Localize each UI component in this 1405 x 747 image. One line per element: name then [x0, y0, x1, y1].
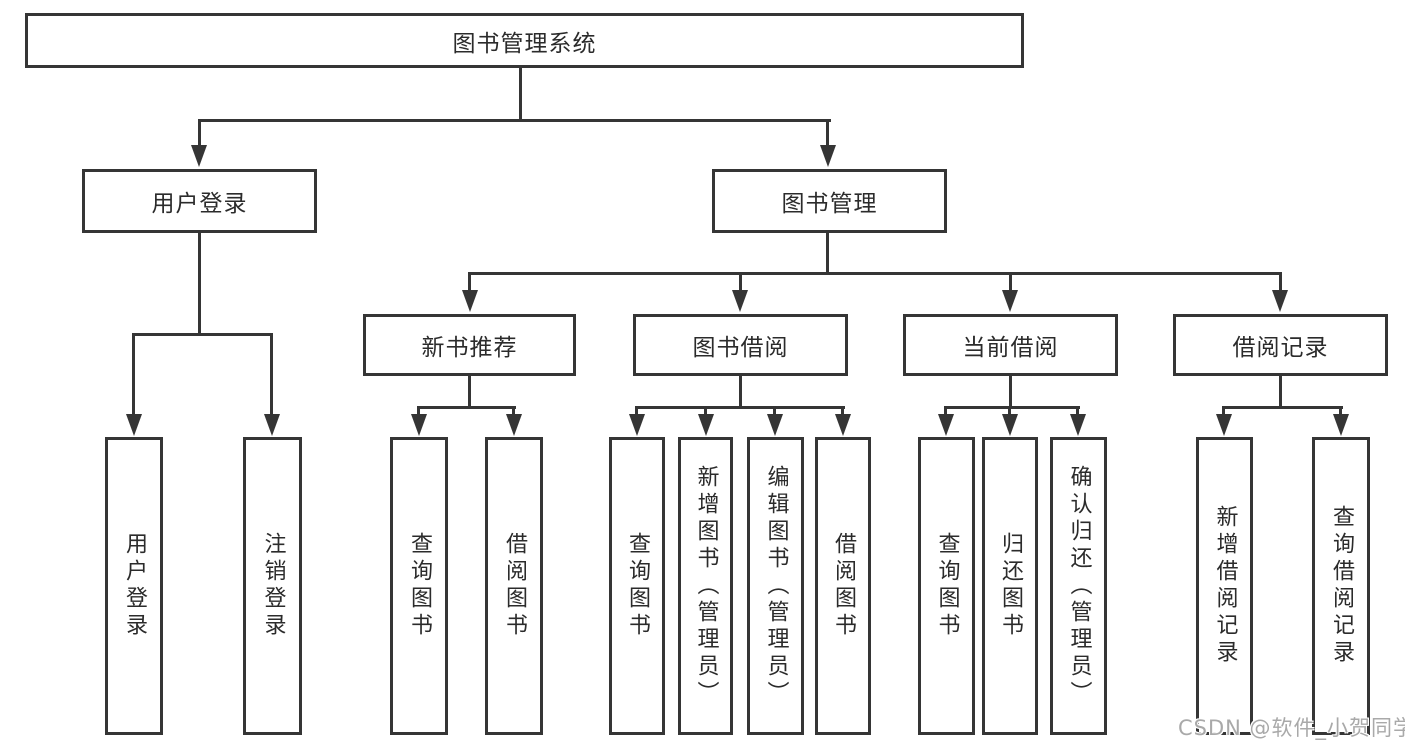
leaf-query-book-1-label: 查询图书 — [407, 532, 432, 640]
connector-line — [198, 119, 831, 122]
leaf-borrow-book-2-label: 借阅图书 — [831, 532, 856, 640]
leaf-logout-label: 注销登录 — [260, 532, 286, 640]
leaf-add-book-admin-label: 新增图书（管理员） — [693, 464, 719, 708]
node-book-management: 图书管理 — [712, 169, 947, 233]
connector-line — [635, 406, 845, 409]
leaf-query-borrow-record: 查询借阅记录 — [1312, 437, 1370, 735]
connector-line — [468, 272, 1281, 275]
leaf-query-book-3-label: 查询图书 — [934, 532, 960, 640]
connector-line — [468, 376, 471, 409]
arrow-down-icon — [629, 414, 645, 436]
node-book-borrow-label: 图书借阅 — [692, 335, 789, 361]
connector-line — [826, 119, 829, 147]
connector-line — [512, 406, 515, 416]
leaf-confirm-return-admin-label: 确认归还（管理员） — [1066, 464, 1092, 708]
connector-line — [944, 406, 1080, 409]
leaf-borrow-book-2: 借阅图书 — [815, 437, 871, 735]
arrow-down-icon — [411, 414, 427, 436]
csdn-watermark: CSDN @软件_小贺同学 — [1178, 716, 1405, 740]
arrow-down-icon — [126, 414, 142, 436]
arrow-down-icon — [191, 145, 207, 167]
connector-line — [635, 406, 638, 416]
arrow-down-icon — [1002, 290, 1018, 312]
node-current-borrow: 当前借阅 — [903, 314, 1118, 376]
connector-line — [519, 68, 522, 122]
leaf-user-login: 用户登录 — [105, 437, 163, 735]
arrow-down-icon — [1002, 414, 1018, 436]
arrow-down-icon — [462, 290, 478, 312]
connector-line — [468, 272, 471, 292]
leaf-edit-book-admin-label: 编辑图书（管理员） — [763, 464, 789, 708]
connector-line — [1339, 406, 1342, 416]
node-book-borrow: 图书借阅 — [633, 314, 848, 376]
leaf-query-book-2-label: 查询图书 — [625, 532, 650, 640]
leaf-query-book-2: 查询图书 — [609, 437, 665, 735]
connector-line — [417, 406, 516, 409]
connector-line — [1009, 272, 1012, 292]
node-user-login: 用户登录 — [82, 169, 317, 233]
arrow-down-icon — [1070, 414, 1086, 436]
leaf-query-book-1: 查询图书 — [390, 437, 448, 735]
arrow-down-icon — [820, 145, 836, 167]
leaf-query-book-3: 查询图书 — [918, 437, 975, 735]
leaf-add-borrow-record-label: 新增借阅记录 — [1212, 505, 1238, 667]
node-borrow-record-label: 借阅记录 — [1232, 335, 1329, 361]
connector-line — [1279, 376, 1282, 409]
node-borrow-record: 借阅记录 — [1173, 314, 1388, 376]
connector-line — [132, 333, 273, 336]
connector-line — [704, 406, 707, 416]
node-new-book-recommend-label: 新书推荐 — [421, 335, 518, 361]
leaf-borrow-book-1: 借阅图书 — [485, 437, 543, 735]
leaf-logout: 注销登录 — [243, 437, 302, 735]
leaf-return-book: 归还图书 — [982, 437, 1038, 735]
leaf-edit-book-admin: 编辑图书（管理员） — [747, 437, 804, 735]
connector-line — [270, 333, 273, 416]
node-root-label: 图书管理系统 — [452, 30, 597, 57]
connector-line — [1076, 406, 1079, 416]
node-new-book-recommend: 新书推荐 — [363, 314, 576, 376]
arrow-down-icon — [1333, 414, 1349, 436]
arrow-down-icon — [767, 414, 783, 436]
connector-line — [198, 233, 201, 336]
connector-line — [841, 406, 844, 416]
leaf-add-borrow-record: 新增借阅记录 — [1196, 437, 1253, 735]
leaf-return-book-label: 归还图书 — [998, 532, 1023, 640]
connector-line — [1279, 272, 1282, 292]
connector-line — [826, 233, 829, 275]
arrow-down-icon — [264, 414, 280, 436]
node-current-borrow-label: 当前借阅 — [962, 335, 1059, 361]
connector-line — [417, 406, 420, 416]
arrow-down-icon — [698, 414, 714, 436]
arrow-down-icon — [938, 414, 954, 436]
connector-line — [739, 272, 742, 292]
arrow-down-icon — [732, 290, 748, 312]
leaf-confirm-return-admin: 确认归还（管理员） — [1050, 437, 1107, 735]
connector-line — [739, 376, 742, 409]
connector-line — [132, 333, 135, 416]
connector-line — [1008, 406, 1011, 416]
connector-line — [944, 406, 947, 416]
connector-line — [1222, 406, 1225, 416]
leaf-borrow-book-1-label: 借阅图书 — [502, 532, 527, 640]
connector-line — [1009, 376, 1012, 409]
arrow-down-icon — [1216, 414, 1232, 436]
node-root: 图书管理系统 — [25, 13, 1024, 68]
connector-line — [1222, 406, 1343, 409]
arrow-down-icon — [506, 414, 522, 436]
leaf-user-login-label: 用户登录 — [122, 532, 147, 640]
leaf-add-book-admin: 新增图书（管理员） — [678, 437, 733, 735]
arrow-down-icon — [835, 414, 851, 436]
connector-line — [198, 119, 201, 147]
arrow-down-icon — [1272, 290, 1288, 312]
node-book-management-label: 图书管理 — [781, 191, 878, 217]
node-user-login-label: 用户登录 — [151, 191, 248, 217]
leaf-query-borrow-record-label: 查询借阅记录 — [1329, 505, 1354, 667]
connector-line — [773, 406, 776, 416]
